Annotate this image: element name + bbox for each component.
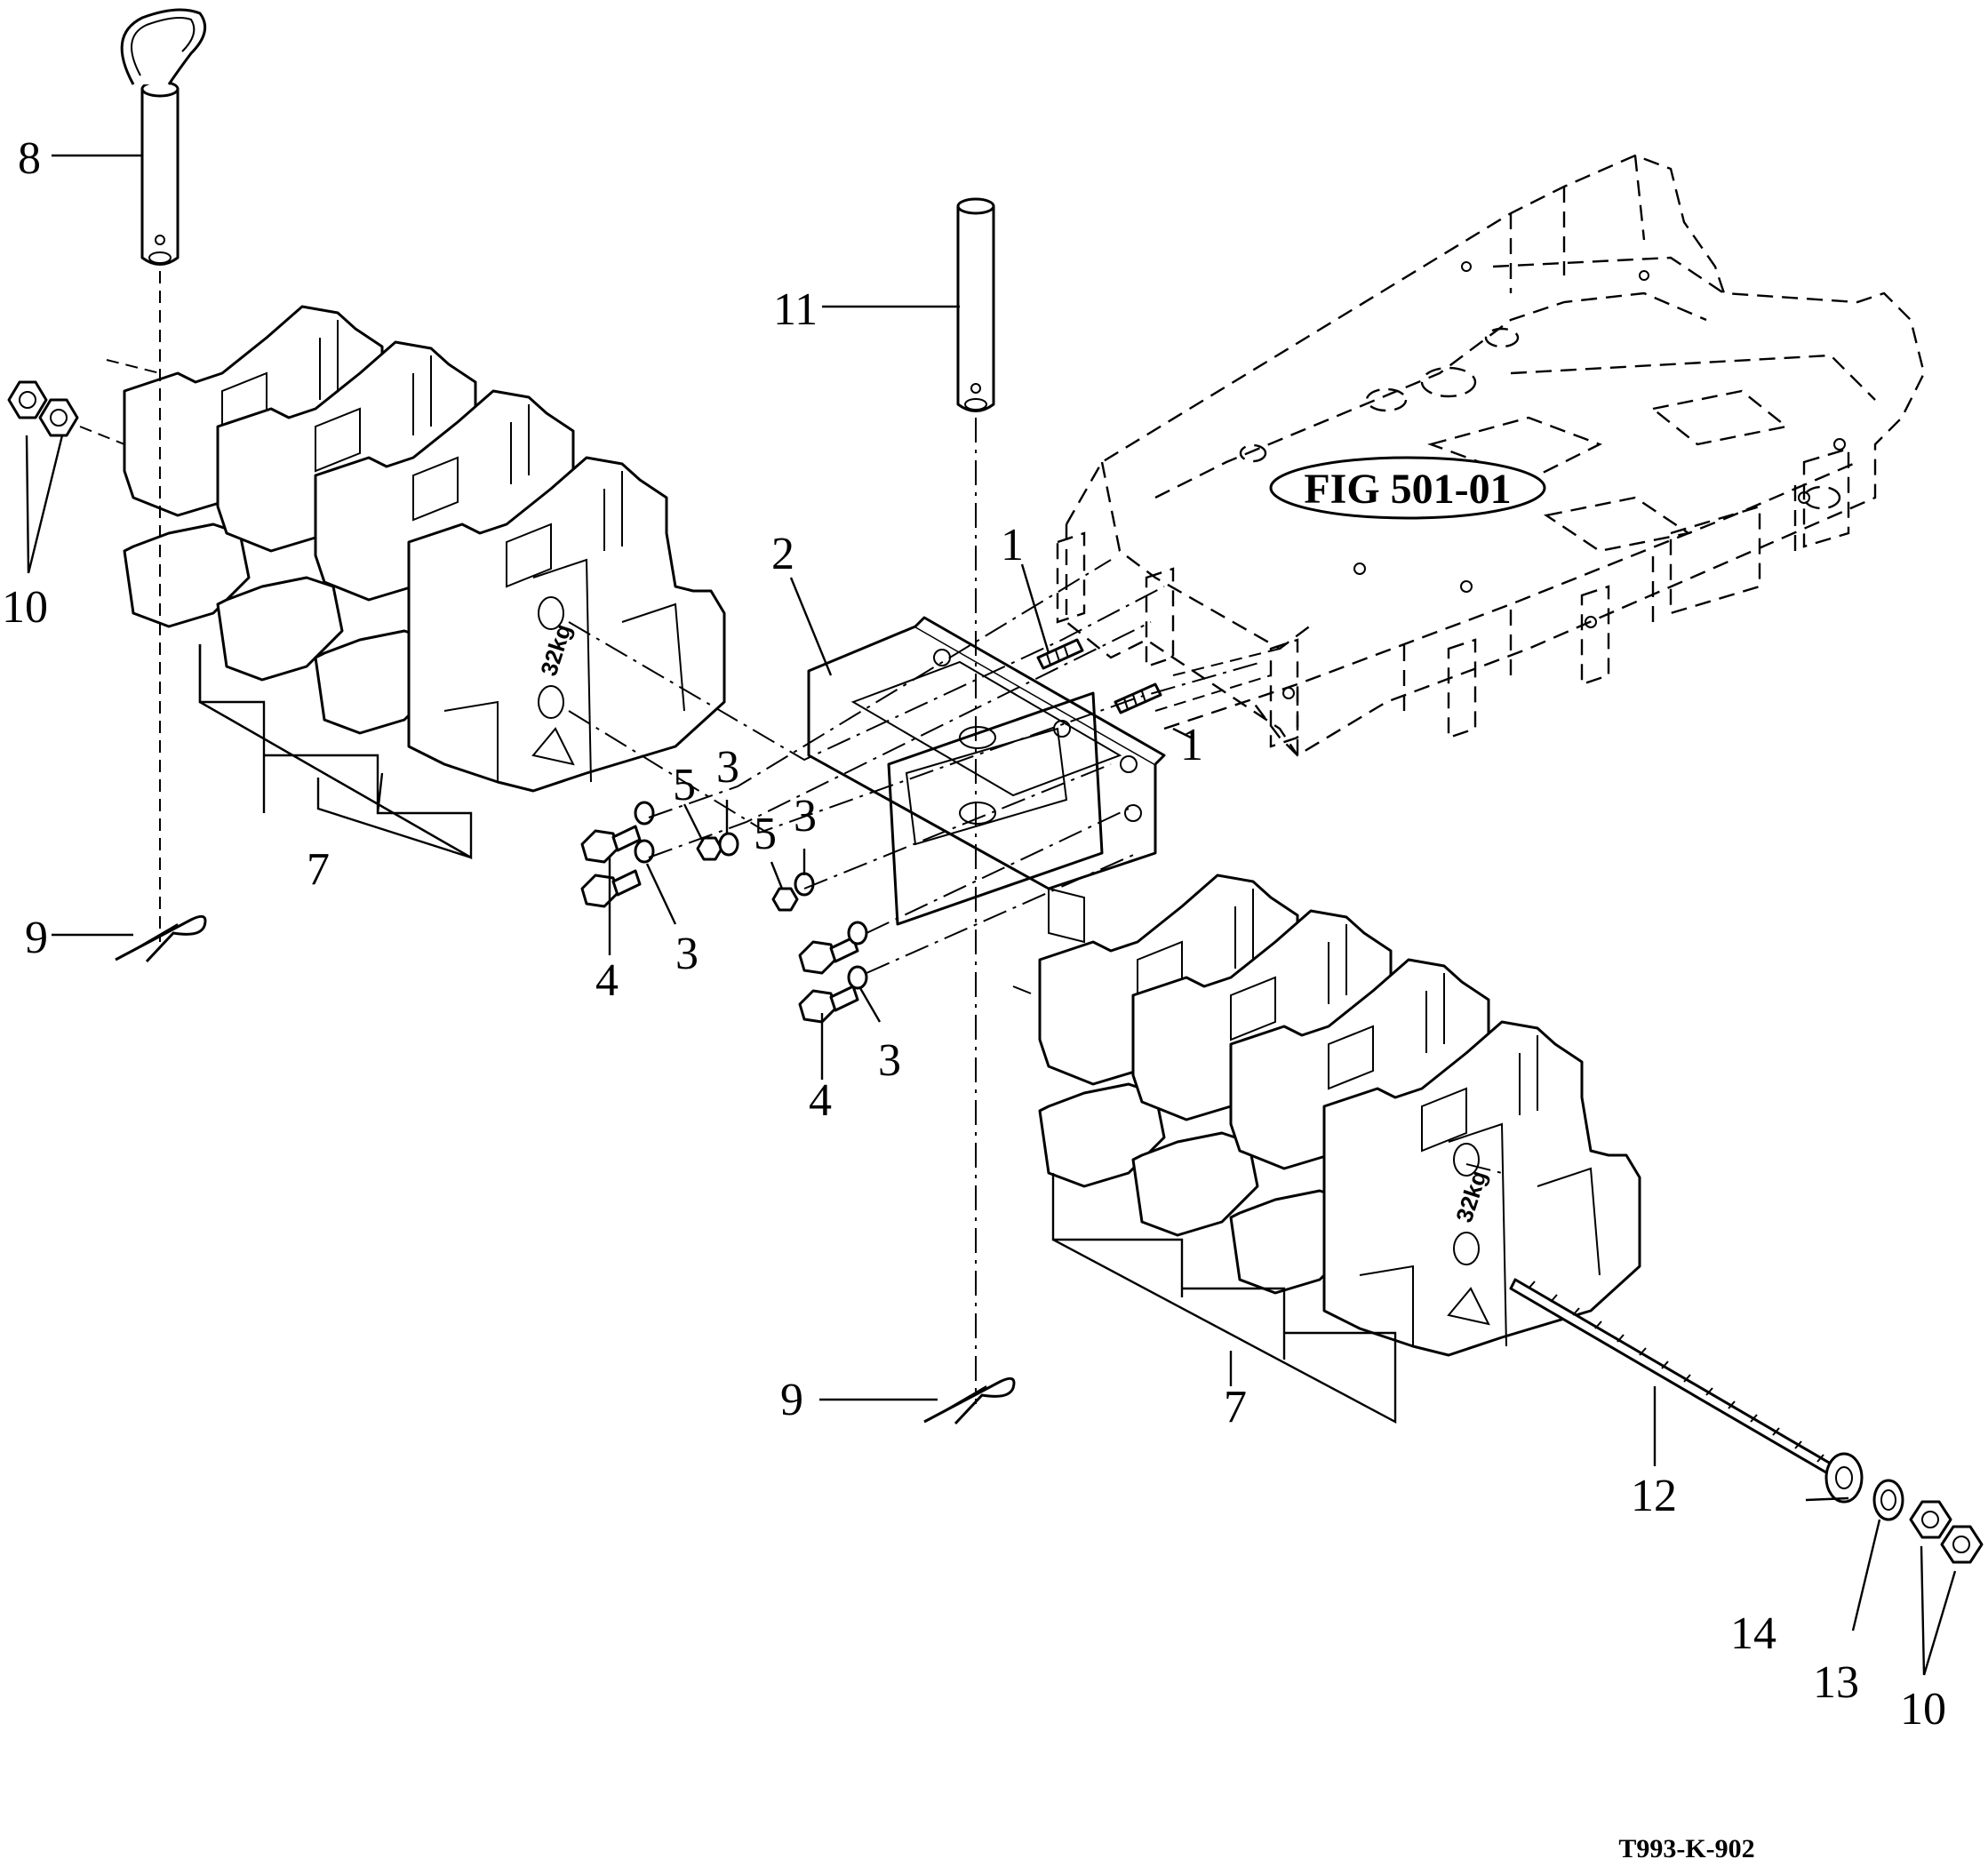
callout-10-left: 10 xyxy=(2,582,48,633)
hex-nut-small xyxy=(771,887,799,912)
callout-4-right: 4 xyxy=(809,1075,832,1126)
hex-bolt xyxy=(798,985,859,1024)
weight-slab-front: 32kg xyxy=(1322,1020,1641,1357)
lock-washer xyxy=(1872,1479,1904,1521)
threaded-rod xyxy=(1509,1278,1837,1477)
hex-nut xyxy=(7,380,48,419)
hex-nut-small xyxy=(696,836,723,861)
callout-8: 8 xyxy=(18,133,41,184)
callout-9-right: 9 xyxy=(780,1375,803,1425)
callout-3-c: 3 xyxy=(675,929,699,979)
callout-1-top: 1 xyxy=(1001,520,1024,570)
weight-bracket xyxy=(807,616,1166,944)
callout-7-left: 7 xyxy=(307,844,330,895)
assembly-center-lines xyxy=(79,271,1503,1404)
hair-pin-clip xyxy=(923,1376,1016,1425)
washer xyxy=(847,965,868,990)
flat-washer xyxy=(1824,1452,1864,1504)
callout-3-d: 3 xyxy=(878,1035,901,1086)
hex-nut xyxy=(1909,1500,1952,1539)
callout-10-right: 10 xyxy=(1900,1684,1946,1735)
figure-reference-badge[interactable]: FIG 501-01 xyxy=(1269,456,1546,520)
stud-bolt xyxy=(1114,682,1162,714)
callout-5-right: 5 xyxy=(754,809,777,859)
callout-11: 11 xyxy=(773,284,818,335)
hex-bolt xyxy=(580,869,642,908)
callout-4-left: 4 xyxy=(595,955,619,1006)
weight-slab xyxy=(1131,909,1393,1237)
leader-lines xyxy=(25,154,1957,1676)
stud-bolt xyxy=(1036,638,1084,670)
callout-1-bottom: 1 xyxy=(1180,720,1203,770)
right-weight-stack: 32kg xyxy=(1038,874,1641,1357)
pin-vertical xyxy=(956,197,995,412)
hex-nut xyxy=(1940,1525,1984,1564)
callout-14: 14 xyxy=(1730,1608,1776,1659)
washer xyxy=(847,921,868,945)
callout-2: 2 xyxy=(771,529,794,579)
washer xyxy=(634,801,655,826)
hex-bolt xyxy=(580,825,642,864)
washer xyxy=(634,839,655,864)
weight-slab xyxy=(123,305,384,628)
figure-reference-text: FIG 501-01 xyxy=(1304,466,1511,513)
left-weight-stack: 32kg xyxy=(123,305,726,793)
washer xyxy=(794,872,815,897)
hex-nut xyxy=(38,398,79,437)
hex-bolt xyxy=(798,936,859,975)
washer xyxy=(718,832,739,857)
weight-slab-front: 32kg xyxy=(407,456,726,793)
drawing-code: T993-K-902 xyxy=(1618,1834,1754,1863)
callout-3-b: 3 xyxy=(794,791,817,842)
callout-5-left: 5 xyxy=(673,760,696,810)
callout-12: 12 xyxy=(1631,1471,1677,1521)
pin-with-ring xyxy=(120,8,207,266)
callout-3-a: 3 xyxy=(716,742,739,793)
tractor-frame-outline xyxy=(1056,154,1926,757)
callout-13: 13 xyxy=(1813,1657,1859,1708)
callout-9-left: 9 xyxy=(25,913,48,963)
callout-labels: 8 11 10 9 7 2 1 1 5 3 5 3 4 3 4 3 9 7 12… xyxy=(2,133,1946,1735)
callout-7-right: 7 xyxy=(1224,1382,1247,1432)
weight-slab xyxy=(216,340,477,682)
